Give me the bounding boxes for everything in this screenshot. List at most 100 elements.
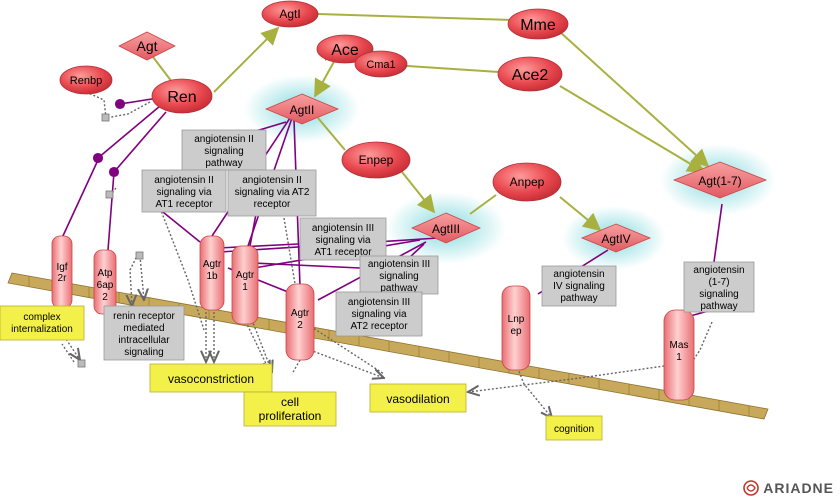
ariadne-logo-icon (743, 480, 760, 496)
process-cell-proliferation-line-1: cell (281, 395, 299, 409)
pathway-angiotensin-ii-signaling-line-3: pathway (205, 158, 242, 169)
proteins: AgtI Mme Ace Cma1 Ace2 Renbp Ren Enpep (59, 0, 569, 202)
mas1-receptor[interactable]: Mas 1 (663, 309, 695, 401)
protein-ace-label: Ace (331, 42, 359, 59)
pathway-angiotensin-iii-signaling[interactable]: angiotensin III signaling pathway (359, 255, 439, 295)
atp6ap2-receptor-label-1: Atp (97, 268, 112, 279)
pathway-angiotensin-iii-at2[interactable]: angiotensin III signaling via AT2 recept… (335, 291, 423, 337)
protein-agti-label: AgtI (279, 7, 300, 21)
agtr1b-receptor[interactable]: Agtr 1b (199, 235, 225, 311)
pathway-angiotensin-iii-signaling-line-1: angiotensin III (368, 259, 430, 270)
dotted-links (61, 91, 713, 418)
process-complex-internalization[interactable]: complex internalization (0, 305, 85, 341)
pathway-boxes: angiotensin II signaling pathway angiote… (103, 129, 755, 361)
lnpep-receptor-label-2: ep (510, 326, 522, 337)
pathway-angiotensin-1-7-signaling-line-2: (1-7) (708, 277, 729, 288)
agtr2-receptor-label-2: 2 (297, 320, 303, 331)
protein-anpep[interactable]: Anpep (492, 162, 562, 202)
pathway-angiotensin-iii-at1[interactable]: angiotensin III signaling via AT1 recept… (299, 217, 387, 261)
pathway-angiotensin-iv-signaling-line-1: angiotensin (553, 269, 604, 280)
peptide-agtii-label: AgtII (290, 103, 315, 117)
pathway-angiotensin-ii-signaling-line-1: angiotensin II (194, 134, 254, 145)
agtr1b-receptor-label-2: 1b (206, 271, 218, 282)
process-vasoconstriction[interactable]: vasoconstriction (149, 363, 273, 393)
process-boxes: complex internalization vasoconstriction… (0, 305, 603, 441)
agtr1b-receptor-label-1: Agtr (203, 259, 222, 270)
pathway-angiotensin-1-7-signaling-line-3: signaling (699, 289, 738, 300)
igf2r-receptor[interactable]: Igf 2r (51, 235, 73, 309)
pathway-angiotensin-iii-at1-line-3: AT1 receptor (314, 247, 372, 258)
protein-cma1[interactable]: Cma1 (354, 50, 408, 78)
peptides: Agt AgtII AgtIII AgtIV Agt(1-7) (118, 31, 768, 253)
pathway-angiotensin-iii-at1-line-2: signaling via (315, 235, 370, 246)
pathway-angiotensin-iv-signaling[interactable]: angiotensin IV signaling pathway (541, 265, 617, 307)
process-vasodilation[interactable]: vasodilation (369, 383, 467, 413)
protein-renbp[interactable]: Renbp (59, 65, 113, 95)
protein-ren[interactable]: Ren (151, 78, 213, 114)
agtr2-receptor[interactable]: Agtr 2 (285, 283, 315, 361)
protein-enpep[interactable]: Enpep (341, 141, 411, 179)
protein-ace2-label: Ace2 (512, 67, 549, 84)
peptide-agtiv-label: AgtIV (601, 232, 630, 246)
peptide-agtiv[interactable]: AgtIV (580, 223, 652, 253)
pathway-angiotensin-ii-signaling[interactable]: angiotensin II signaling pathway (181, 129, 267, 171)
process-cognition[interactable]: cognition (545, 415, 603, 441)
pathway-angiotensin-1-7-signaling-line-1: angiotensin (693, 265, 744, 276)
pathway-angiotensin-ii-at1[interactable]: angiotensin II signaling via AT1 recepto… (141, 169, 227, 213)
pathway-angiotensin-ii-at2-line-1: angiotensin II (242, 175, 302, 186)
ariadne-logo-text: ARIADNE (763, 480, 834, 496)
pathway-angiotensin-iii-at2-line-3: AT2 receptor (350, 321, 408, 332)
agtr1-receptor-label-1: Agtr (236, 270, 255, 281)
agtr1-receptor[interactable]: Agtr 1 (231, 245, 259, 325)
peptide-agt-1-7-label: Agt(1-7) (698, 174, 741, 188)
pathway-angiotensin-ii-at2[interactable]: angiotensin II signaling via AT2 recepto… (227, 169, 317, 217)
protein-ace2[interactable]: Ace2 (497, 56, 563, 92)
peptide-agtiii[interactable]: AgtIII (411, 212, 481, 244)
pathway-angiotensin-iii-signaling-line-2: signaling (379, 271, 418, 282)
process-vasodilation-label: vasodilation (386, 392, 449, 406)
protein-renbp-label: Renbp (70, 75, 102, 87)
link-markers (77, 113, 144, 368)
protein-ace[interactable]: Ace (316, 34, 374, 64)
pathway-renin-receptor-signaling-line-1: renin receptor (113, 311, 175, 322)
protein-anpep-label: Anpep (510, 175, 545, 189)
protein-mme[interactable]: Mme (507, 8, 569, 40)
mas1-receptor-label-2: 1 (676, 352, 682, 363)
peptide-agtii[interactable]: AgtII (264, 93, 340, 125)
pathway-angiotensin-ii-at1-line-3: AT1 receptor (155, 199, 213, 210)
igf2r-receptor-label-2: 2r (58, 273, 68, 284)
process-cell-proliferation-line-2: proliferation (259, 409, 322, 423)
process-cell-proliferation[interactable]: cell proliferation (243, 391, 337, 427)
pathway-angiotensin-ii-at1-line-2: signaling via (156, 187, 211, 198)
pathway-angiotensin-ii-at2-line-2: signaling via AT2 (235, 187, 310, 198)
pathway-renin-receptor-signaling-line-2: mediated (123, 323, 164, 334)
peptide-agt-1-7[interactable]: Agt(1-7) (672, 161, 768, 199)
lnpep-receptor-label-1: Lnp (508, 314, 525, 325)
pathway-angiotensin-ii-signaling-line-2: signaling (204, 146, 243, 157)
peptide-agt[interactable]: Agt (118, 31, 176, 61)
protein-enpep-label: Enpep (359, 153, 394, 167)
atp6ap2-receptor[interactable]: Atp 6ap 2 (93, 249, 117, 315)
lnpep-receptor[interactable]: Lnp ep (501, 285, 531, 371)
pathway-angiotensin-ii-at2-line-3: receptor (254, 199, 291, 210)
protein-cma1-label: Cma1 (366, 59, 395, 71)
protein-agti[interactable]: AgtI (261, 0, 319, 28)
agtr1-receptor-label-2: 1 (242, 282, 248, 293)
peptide-agtiii-label: AgtIII (432, 222, 460, 236)
process-cognition-label: cognition (554, 424, 594, 435)
mas1-receptor-label-1: Mas (670, 340, 689, 351)
pathway-angiotensin-iv-signaling-line-2: IV signaling (553, 281, 605, 292)
pathway-renin-receptor-signaling-line-3: intracellular (118, 335, 170, 346)
pathway-renin-receptor-signaling[interactable]: renin receptor mediated intracellular si… (103, 305, 185, 361)
pathway-angiotensin-iii-at2-line-1: angiotensin III (348, 297, 410, 308)
atp6ap2-receptor-label-2: 6ap (97, 280, 114, 291)
pathway-angiotensin-1-7-signaling-line-4: pathway (700, 301, 737, 312)
process-complex-internalization-line-1: complex (23, 312, 60, 323)
protein-ren-label: Ren (167, 89, 196, 106)
process-complex-internalization-line-2: internalization (11, 324, 73, 335)
atp6ap2-receptor-label-3: 2 (102, 292, 108, 303)
pathway-renin-receptor-signaling-line-4: signaling (124, 347, 163, 358)
pathway-angiotensin-1-7-signaling[interactable]: angiotensin (1-7) signaling pathway (683, 261, 755, 313)
pathway-angiotensin-iii-signaling-line-3: pathway (380, 283, 417, 294)
